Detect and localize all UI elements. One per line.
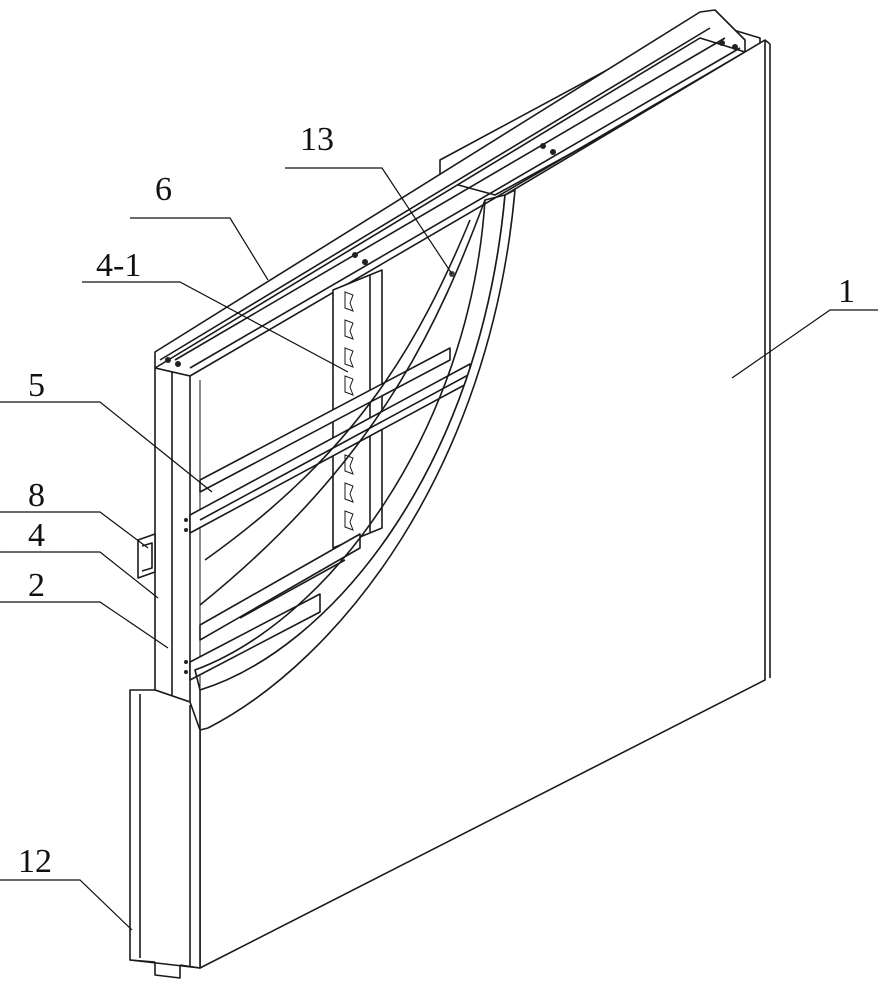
label-13: 13 <box>300 121 334 158</box>
label-4-1: 4-1 <box>96 247 141 284</box>
left-post <box>155 368 200 702</box>
label-6: 6 <box>155 171 172 208</box>
label-1: 1 <box>838 273 855 310</box>
label-8: 8 <box>28 477 45 514</box>
side-bracket <box>138 534 155 578</box>
bottom-block <box>130 690 200 978</box>
label-12: 12 <box>18 843 52 880</box>
label-5: 5 <box>28 367 45 404</box>
label-4: 4 <box>28 517 45 554</box>
upper-inner-rail <box>200 348 450 492</box>
label-2: 2 <box>28 567 45 604</box>
